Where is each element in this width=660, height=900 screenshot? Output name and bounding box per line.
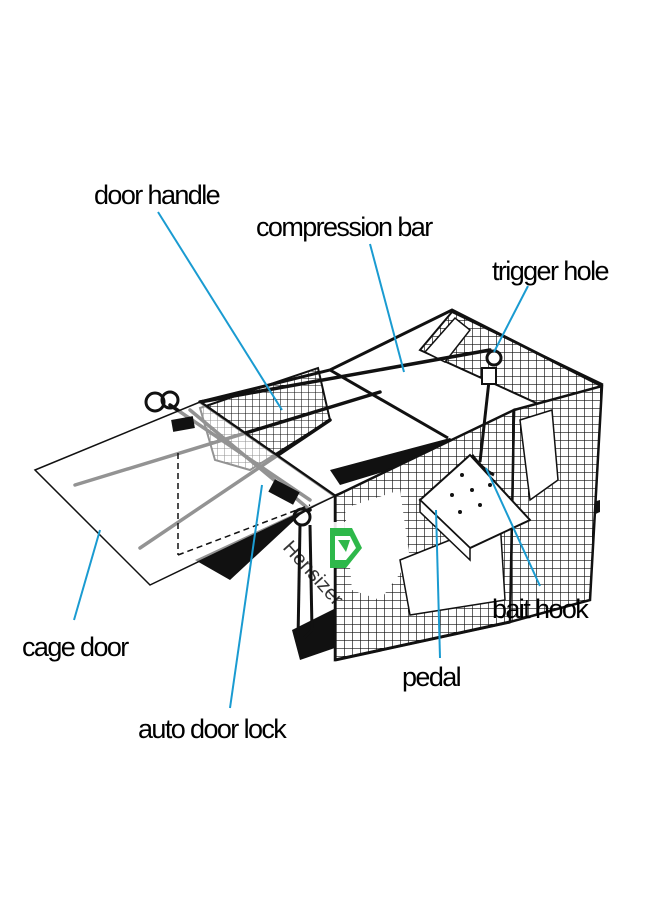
leader-cage-door <box>74 530 100 620</box>
label-door-handle: door handle <box>94 182 219 209</box>
watermark-logo <box>325 522 367 568</box>
door-handle-rings <box>146 392 178 411</box>
label-pedal: pedal <box>402 664 460 691</box>
label-auto-door-lock: auto door lock <box>138 716 285 743</box>
label-bait-hook: bait hook <box>492 596 587 623</box>
leader-compression-bar <box>370 244 404 372</box>
label-compression-bar: compression bar <box>256 214 432 241</box>
label-cage-door: cage door <box>22 634 128 661</box>
label-trigger-hole: trigger hole <box>492 258 608 285</box>
